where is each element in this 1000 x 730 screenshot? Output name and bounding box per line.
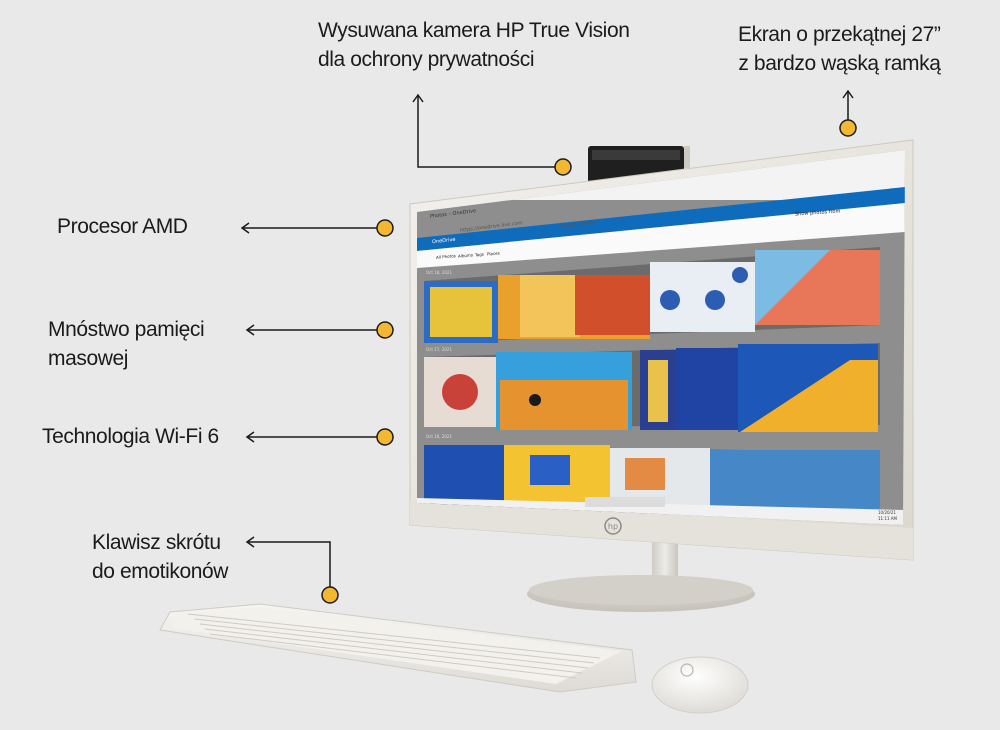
callout-wifi-line1: Technologia Wi-Fi 6 bbox=[42, 425, 219, 448]
callout-cpu-line1: Procesor AMD bbox=[57, 215, 188, 238]
keyboard bbox=[159, 603, 637, 693]
dot-wifi bbox=[376, 428, 394, 446]
callout-emoji-key-line1: Klawisz skrótu bbox=[92, 531, 221, 554]
callout-emoji-key-line2: do emotikonów bbox=[92, 560, 229, 583]
dot-screen bbox=[839, 119, 857, 137]
callout-storage: Mnóstwo pamięci masowej bbox=[48, 315, 205, 373]
hp-logo bbox=[604, 517, 622, 535]
callout-storage-line2: masowej bbox=[48, 347, 129, 370]
callout-wifi: Technologia Wi-Fi 6 bbox=[42, 422, 219, 451]
mouse bbox=[651, 656, 749, 714]
svg-text:hp: hp bbox=[608, 522, 618, 531]
callout-camera-line1: Wysuwana kamera HP True Vision bbox=[318, 19, 630, 42]
callout-dots bbox=[321, 119, 857, 604]
dot-storage bbox=[376, 321, 394, 339]
dot-cpu bbox=[376, 219, 394, 237]
dot-camera bbox=[554, 158, 572, 176]
callout-storage-line1: Mnóstwo pamięci bbox=[48, 318, 205, 341]
callout-cpu: Procesor AMD bbox=[57, 212, 188, 241]
callout-screen-line2: z bardzo wąską ramką bbox=[738, 52, 941, 75]
callout-screen-line1: Ekran o przekątnej 27” bbox=[738, 23, 941, 46]
callout-screen: Ekran o przekątnej 27” z bardzo wąską ra… bbox=[738, 20, 941, 78]
callout-emoji-key: Klawisz skrótu do emotikonów bbox=[92, 528, 228, 586]
callout-camera: Wysuwana kamera HP True Vision dla ochro… bbox=[318, 16, 630, 74]
callout-camera-line2: dla ochrony prywatności bbox=[318, 48, 535, 71]
dot-emoji-key bbox=[321, 586, 339, 604]
